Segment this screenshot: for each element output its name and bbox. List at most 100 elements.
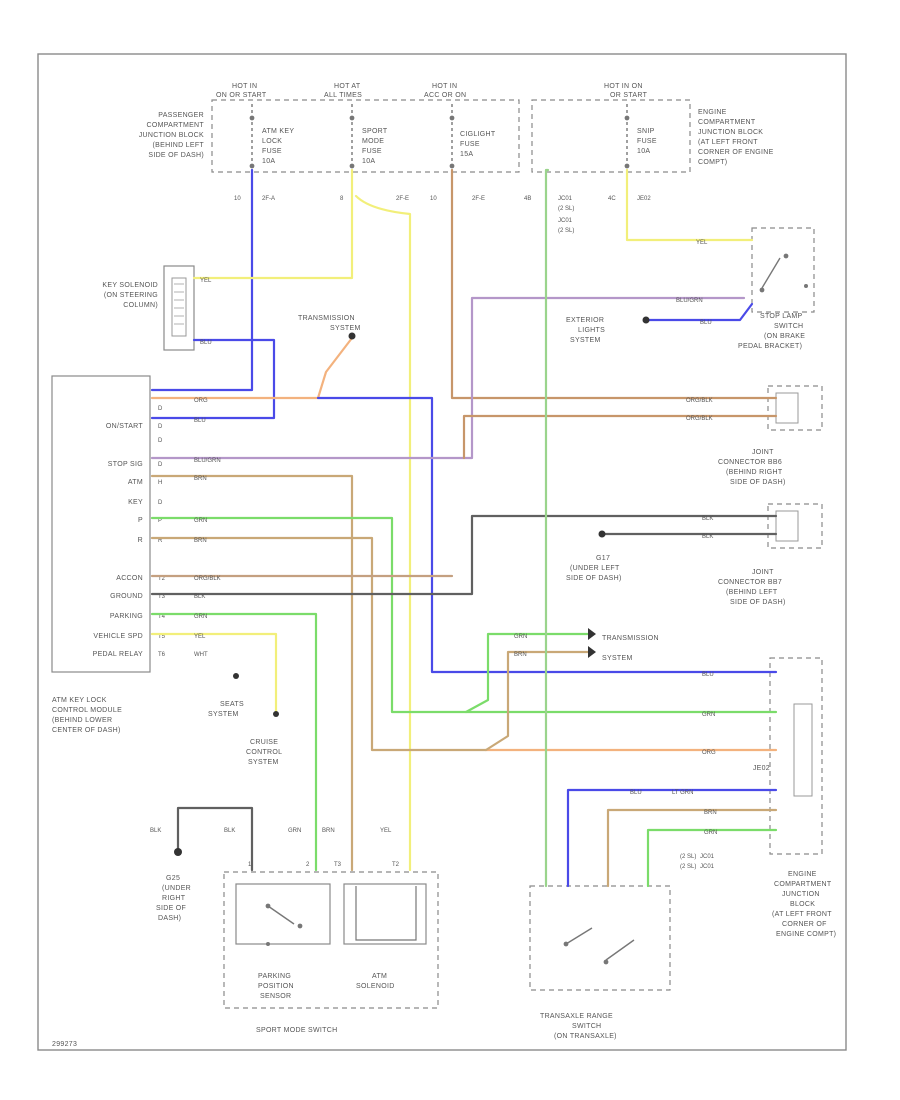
svg-text:BRN: BRN <box>194 538 207 544</box>
svg-text:ORG/BLK: ORG/BLK <box>686 398 713 404</box>
svg-text:HOT IN: HOT IN <box>432 83 457 90</box>
svg-text:GRN: GRN <box>514 634 527 640</box>
svg-text:SIDE OF DASH): SIDE OF DASH) <box>148 152 204 159</box>
svg-text:JC01: JC01 <box>700 854 715 860</box>
svg-text:(ON TRANSAXLE): (ON TRANSAXLE) <box>554 1033 617 1040</box>
wire-grn-parking <box>150 612 318 872</box>
module-pin-label: STOP SIG <box>108 461 143 468</box>
module-pin-id: T2 <box>158 576 166 582</box>
module-pin-id: D <box>158 438 163 444</box>
svg-text:CONNECTOR BB7: CONNECTOR BB7 <box>718 579 782 586</box>
svg-text:JC01: JC01 <box>558 196 573 202</box>
svg-text:CONTROL MODULE: CONTROL MODULE <box>52 707 122 714</box>
wire-grn-bottom <box>646 828 778 888</box>
svg-text:SWITCH: SWITCH <box>774 323 803 330</box>
passenger-junction-block: PASSENGER COMPARTMENT JUNCTION BLOCK (BE… <box>139 99 520 173</box>
module-pin-label: ON/START <box>106 423 144 430</box>
g25-ground-icon <box>174 848 182 856</box>
svg-text:SYSTEM: SYSTEM <box>330 325 361 332</box>
svg-text:(UNDER LEFT: (UNDER LEFT <box>570 565 620 572</box>
svg-text:2: 2 <box>306 862 310 868</box>
svg-text:15A: 15A <box>460 151 473 158</box>
svg-text:LT GRN: LT GRN <box>672 790 693 796</box>
svg-text:BLOCK: BLOCK <box>790 901 815 908</box>
svg-text:YEL: YEL <box>380 828 392 834</box>
fuse-cig-light: HOT IN ACC OR ON CIGLIGHT FUSE 15A 10 2F… <box>424 83 496 202</box>
module-pin-label: KEY <box>128 499 143 506</box>
svg-text:TRANSMISSION: TRANSMISSION <box>298 315 355 322</box>
svg-text:(AT LEFT FRONT: (AT LEFT FRONT <box>772 911 832 918</box>
system-labels: TRANSMISSION SYSTEM EXTERIOR LIGHTS SYST… <box>52 315 659 1048</box>
svg-text:JOINT: JOINT <box>752 449 774 456</box>
module-pin-label: R <box>138 537 143 544</box>
svg-text:HOT IN: HOT IN <box>232 83 257 90</box>
module-pin-id: D <box>158 406 163 412</box>
svg-text:BLK: BLK <box>702 534 713 540</box>
joint-connector-bb7: JOINT CONNECTOR BB7 (BEHIND LEFT SIDE OF… <box>718 503 823 606</box>
svg-text:ON OR START: ON OR START <box>216 92 267 99</box>
svg-text:GRN: GRN <box>702 712 715 718</box>
svg-text:JE02: JE02 <box>753 765 770 772</box>
svg-text:ATM KEY: ATM KEY <box>262 128 294 135</box>
svg-text:SYSTEM: SYSTEM <box>570 337 601 344</box>
module-pin-label: P <box>138 517 143 524</box>
module-pin-id: H <box>158 480 162 486</box>
svg-text:TRANSAXLE RANGE: TRANSAXLE RANGE <box>540 1013 613 1020</box>
svg-text:FUSE: FUSE <box>637 138 657 145</box>
wire-blu-speed <box>316 396 778 674</box>
wire-orgblk-fuse3 <box>450 168 778 400</box>
svg-text:1: 1 <box>248 862 252 868</box>
svg-text:RIGHT: RIGHT <box>162 895 186 902</box>
svg-text:WHT: WHT <box>194 652 208 658</box>
svg-text:SYSTEM: SYSTEM <box>602 655 633 662</box>
wire-blk-ground <box>150 514 778 596</box>
svg-text:CONTROL: CONTROL <box>246 749 282 756</box>
svg-text:COLUMN): COLUMN) <box>123 302 158 309</box>
module-pin-id: T6 <box>158 652 166 658</box>
svg-text:(2 SL): (2 SL) <box>558 206 574 212</box>
wire-brn-bottom <box>606 808 778 888</box>
g17-ground-icon <box>598 530 606 538</box>
svg-text:ATM KEY LOCK: ATM KEY LOCK <box>52 697 107 704</box>
svg-text:4B: 4B <box>524 196 531 202</box>
wire-brn-tm <box>484 650 590 752</box>
cruise-arrow-icon <box>273 711 279 717</box>
svg-text:T2: T2 <box>392 862 400 868</box>
svg-text:COMPARTMENT: COMPARTMENT <box>147 122 205 129</box>
svg-text:2F-A: 2F-A <box>262 196 275 202</box>
module-pin-label: VEHICLE SPD <box>93 633 143 640</box>
wire-brn-r <box>150 536 488 752</box>
svg-text:SIDE OF DASH): SIDE OF DASH) <box>566 575 622 582</box>
module-pin-id: D <box>158 462 163 468</box>
wire-yel-fuse2 <box>192 168 354 280</box>
svg-text:HOT AT: HOT AT <box>334 83 361 90</box>
transaxle-range-switch: TRANSAXLE RANGE SWITCH (ON TRANSAXLE) <box>529 885 671 1040</box>
svg-text:SOLENOID: SOLENOID <box>356 983 395 990</box>
wire-yel-snip <box>625 168 754 242</box>
svg-text:LIGHTS: LIGHTS <box>578 327 605 334</box>
svg-text:MODE: MODE <box>362 138 384 145</box>
fuse-atm-key-lock: HOT IN ON OR START ATM KEY LOCK FUSE 10A… <box>216 83 294 202</box>
svg-text:BRN: BRN <box>322 828 335 834</box>
wire-yel-sport <box>354 194 412 872</box>
diagram-frame <box>37 53 847 1051</box>
svg-text:(ON STEERING: (ON STEERING <box>104 292 158 299</box>
wire-ltgrn-jc01 <box>544 168 550 888</box>
module-pin-label: GROUND <box>110 593 143 600</box>
svg-text:FUSE: FUSE <box>362 148 382 155</box>
svg-text:EXTERIOR: EXTERIOR <box>566 317 604 324</box>
module-pin-label: ATM <box>128 479 143 486</box>
svg-text:10: 10 <box>234 196 241 202</box>
svg-text:(UNDER: (UNDER <box>162 885 191 892</box>
svg-text:BRN: BRN <box>704 810 717 816</box>
svg-text:GRN: GRN <box>194 614 207 620</box>
svg-text:SPORT: SPORT <box>362 128 388 135</box>
svg-text:(BEHIND RIGHT: (BEHIND RIGHT <box>726 469 783 476</box>
module-pin-id: T5 <box>158 634 166 640</box>
svg-text:COMPT): COMPT) <box>698 159 727 166</box>
svg-text:GRN: GRN <box>704 830 717 836</box>
svg-text:ENGINE: ENGINE <box>788 871 817 878</box>
module-pin-id: R <box>158 538 163 544</box>
